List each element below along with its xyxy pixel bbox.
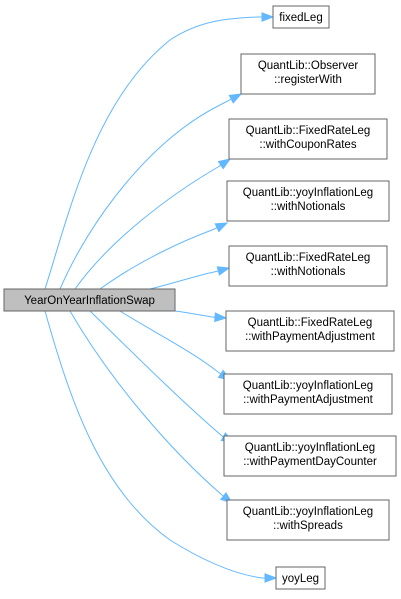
edge-to-yoyInflationLeg-withPaymentDayCounter: [89, 310, 223, 437]
node-label-method: ::withSpreads: [273, 520, 343, 532]
edge-to-fixedRateLeg-withNotionals: [149, 271, 215, 290]
node-label-namespace: QuantLib::Observer: [258, 60, 359, 72]
node-label-namespace: QuantLib::yoyInflationLeg: [243, 506, 373, 518]
node-label-namespace: QuantLib::FixedRateLeg: [248, 317, 373, 329]
node-box: [223, 373, 393, 415]
node-label-namespace: QuantLib::FixedRateLeg: [246, 125, 371, 137]
edge-to-yoyInflationLeg-withNotionals: [99, 229, 213, 290]
node-fixedLeg[interactable]: fixedLeg: [272, 5, 330, 29]
node-yoyInflationLeg-withPaymentAdjustment[interactable]: QuantLib::yoyInflationLeg::withPaymentAd…: [223, 373, 393, 415]
edge-segment-yoyInflationLeg-withPaymentAdjustment: [217, 371, 222, 375]
node-yoyLeg[interactable]: yoyLeg: [275, 566, 326, 590]
edge-segment-fixedRateLeg-withCouponRates: [217, 164, 222, 168]
node-box: [223, 435, 397, 477]
node-label-namespace: QuantLib::FixedRateLeg: [246, 252, 371, 264]
node-label: yoyLeg: [282, 573, 319, 585]
node-label-method: ::withNotionals: [271, 266, 346, 278]
edge-segment-yoyInflationLeg-withNotionals: [211, 227, 218, 231]
node-box: [275, 566, 326, 590]
node-box: [225, 310, 395, 352]
node-label-method: ::withPaymentDayCounter: [243, 456, 377, 468]
node-box: [226, 180, 390, 222]
node-box: [272, 5, 330, 29]
edge-to-fixedLeg: [44, 16, 259, 290]
edge-to-yoyInflationLeg-withSpreads: [69, 310, 223, 496]
node-yoyInflationLeg-withNotionals[interactable]: QuantLib::yoyInflationLeg::withNotionals: [226, 180, 390, 222]
node-label-namespace: QuantLib::yoyInflationLeg: [243, 187, 373, 199]
node-yoyInflationLeg-withSpreads[interactable]: QuantLib::yoyInflationLeg::withSpreads: [226, 499, 390, 541]
node-label-method: ::withPaymentAdjustment: [245, 331, 376, 343]
node-fixedRateLeg-withNotionals[interactable]: QuantLib::FixedRateLeg::withNotionals: [228, 245, 388, 287]
node-label-method: ::withCouponRates: [259, 139, 356, 151]
node-box: [226, 499, 390, 541]
arrowhead-icon: [264, 573, 278, 583]
call-graph-nodes: YearOnYearInflationSwap fixedLegQuantLib:…: [3, 5, 397, 590]
edge-segment-observer-registerWith: [219, 98, 232, 106]
edge-to-yoyInflationLeg-withPaymentAdjustment: [119, 310, 219, 373]
arrowhead-icon: [214, 222, 229, 233]
arrowhead-icon: [217, 158, 232, 170]
node-box: [228, 118, 388, 160]
arrowhead-icon: [261, 12, 275, 22]
call-graph-edges: [44, 12, 278, 583]
root-node-box: [3, 288, 176, 312]
node-yoyInflationLeg-withPaymentDayCounter[interactable]: QuantLib::yoyInflationLeg::withPaymentDa…: [223, 435, 397, 477]
node-label-method: ::registerWith: [274, 74, 342, 86]
edge-segment-fixedRateLeg-withNotionals: [213, 270, 219, 273]
edge-to-fixedRateLeg-withPaymentAdjustment: [174, 310, 213, 318]
node-observer-registerWith[interactable]: QuantLib::Observer::registerWith: [240, 53, 376, 95]
node-label-method: ::withPaymentAdjustment: [243, 394, 374, 406]
node-label: fixedLeg: [279, 12, 322, 24]
node-label-namespace: QuantLib::yoyInflationLeg: [243, 380, 373, 392]
node-fixedRateLeg-withCouponRates[interactable]: QuantLib::FixedRateLeg::withCouponRates: [228, 118, 388, 160]
edge-to-yoyLeg: [44, 310, 263, 579]
edge-to-observer-registerWith: [59, 104, 221, 290]
node-box: [240, 53, 376, 95]
root-node-label: YearOnYearInflationSwap: [24, 295, 155, 307]
node-box: [228, 245, 388, 287]
arrowhead-icon: [216, 266, 231, 276]
node-fixedRateLeg-withPaymentAdjustment[interactable]: QuantLib::FixedRateLeg::withPaymentAdjus…: [225, 310, 395, 352]
arrowhead-icon: [228, 93, 243, 104]
node-label-method: ::withNotionals: [271, 201, 346, 213]
edge-to-fixedRateLeg-withCouponRates: [74, 166, 219, 290]
root-node-yearonyearinflationswap[interactable]: YearOnYearInflationSwap: [3, 288, 176, 312]
arrowhead-icon: [214, 312, 228, 323]
node-label-namespace: QuantLib::yoyInflationLeg: [245, 442, 375, 454]
